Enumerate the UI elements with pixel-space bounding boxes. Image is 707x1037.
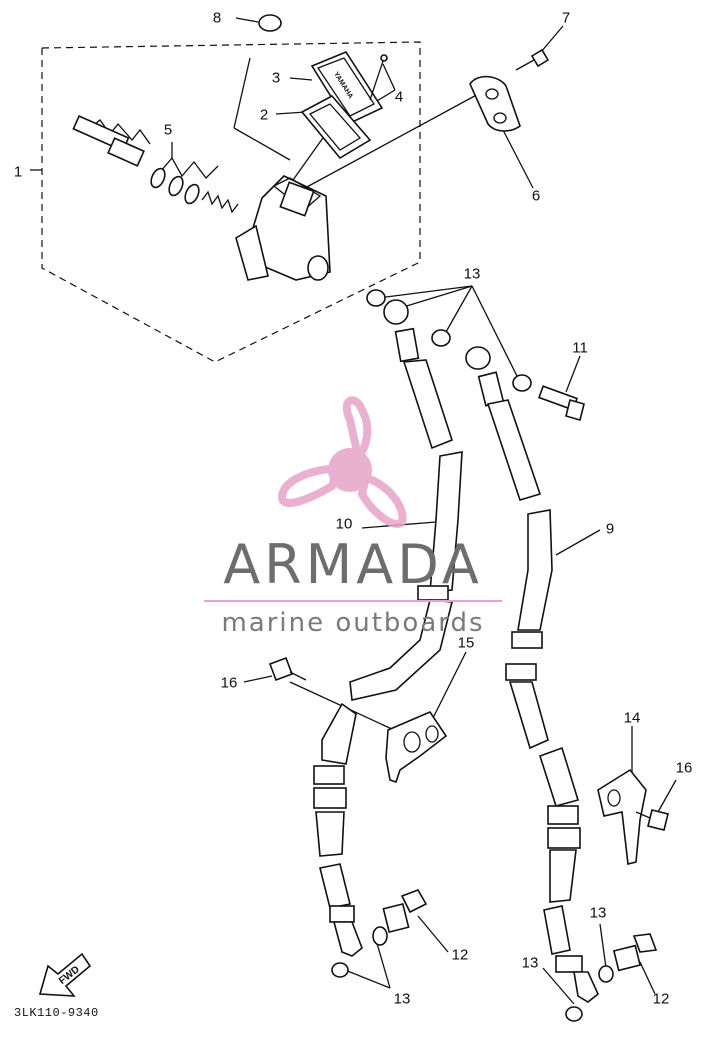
part-6-holder-clamp <box>469 75 521 132</box>
leader-lines <box>30 17 677 1005</box>
part-10-brake-hose-1 <box>313 299 463 957</box>
callout-3: 3 <box>271 69 281 87</box>
diagram-part-number: 3LK110-9340 <box>14 1006 99 1020</box>
part-4-screw <box>369 54 388 101</box>
callout-11: 11 <box>572 339 588 357</box>
callout-15: 15 <box>457 634 475 652</box>
watermark-subtitle: marine outboards <box>221 608 485 638</box>
part-14-hose-holder <box>597 768 647 865</box>
part-12-union-bolts <box>382 889 658 972</box>
fwd-arrow-icon <box>38 952 92 997</box>
part-8-cap <box>258 14 282 32</box>
callout-6: 6 <box>531 187 541 205</box>
part-13-washers <box>331 289 614 1022</box>
callout-12-left: 12 <box>451 946 469 964</box>
part-15-hose-holder <box>385 711 448 784</box>
part-5-piston-kit <box>72 114 239 214</box>
master-cylinder-body <box>235 175 331 281</box>
watermark-name: ARMADA <box>223 533 483 596</box>
callout-2: 2 <box>259 106 269 124</box>
part-11-union-bolt <box>538 385 585 421</box>
watermark-divider <box>204 600 502 602</box>
callout-13-right-upper: 13 <box>589 904 607 922</box>
callout-14: 14 <box>623 709 641 727</box>
callout-1: 1 <box>13 163 23 181</box>
callout-13-top: 13 <box>463 265 481 283</box>
callout-8: 8 <box>212 9 222 27</box>
callout-12-right: 12 <box>652 990 670 1008</box>
part-16-bolts <box>268 656 669 831</box>
part-9-brake-hose-2 <box>465 346 599 1003</box>
assembly-boundary <box>41 41 421 363</box>
callout-9: 9 <box>605 520 615 538</box>
callout-5: 5 <box>163 121 173 139</box>
callout-13-bottom: 13 <box>393 990 411 1008</box>
part-7-bolt <box>515 48 550 71</box>
callout-10: 10 <box>335 515 353 533</box>
part-2-diaphragm <box>300 94 372 160</box>
watermark-logo <box>277 396 407 528</box>
callout-7: 7 <box>561 9 571 27</box>
callout-4: 4 <box>394 88 404 106</box>
callout-16-left: 16 <box>220 674 238 692</box>
callout-13-right-lower: 13 <box>521 954 539 972</box>
callout-16-right: 16 <box>675 759 693 777</box>
